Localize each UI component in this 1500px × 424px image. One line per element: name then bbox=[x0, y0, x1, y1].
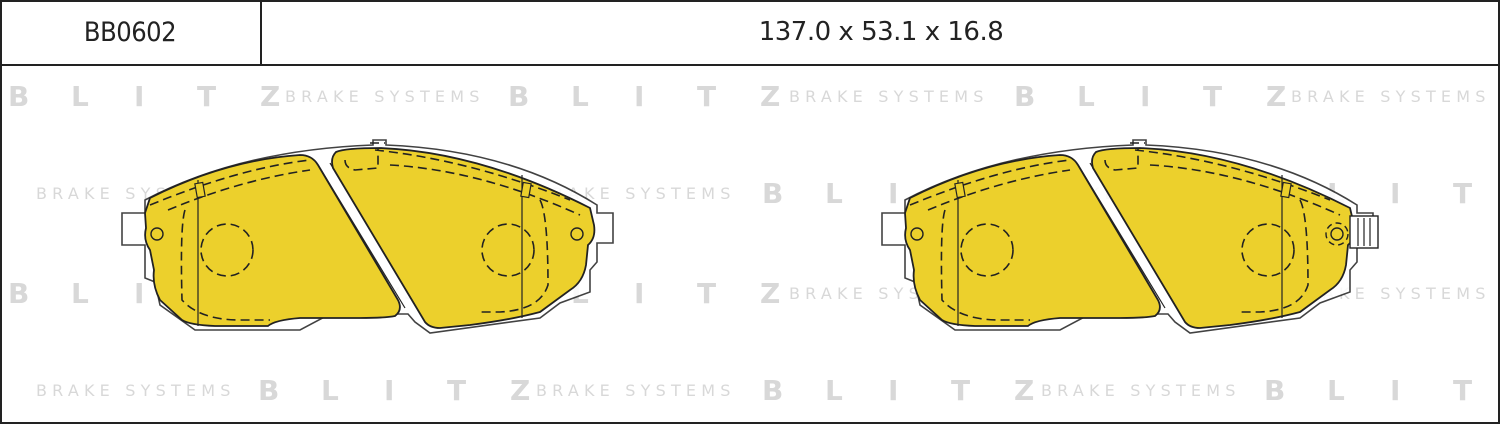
pad-dimensions: 137.0 x 53.1 x 16.8 bbox=[758, 17, 1004, 47]
brake-pad-right bbox=[881, 139, 1379, 334]
part-number: BB0602 bbox=[0, 0, 262, 64]
brake-pad-left bbox=[121, 139, 614, 334]
spec-header: BB0602 137.0 x 53.1 x 16.8 bbox=[0, 0, 1500, 66]
brake-pads-drawing bbox=[121, 139, 1379, 334]
wear-sensor-clip bbox=[1325, 215, 1379, 249]
